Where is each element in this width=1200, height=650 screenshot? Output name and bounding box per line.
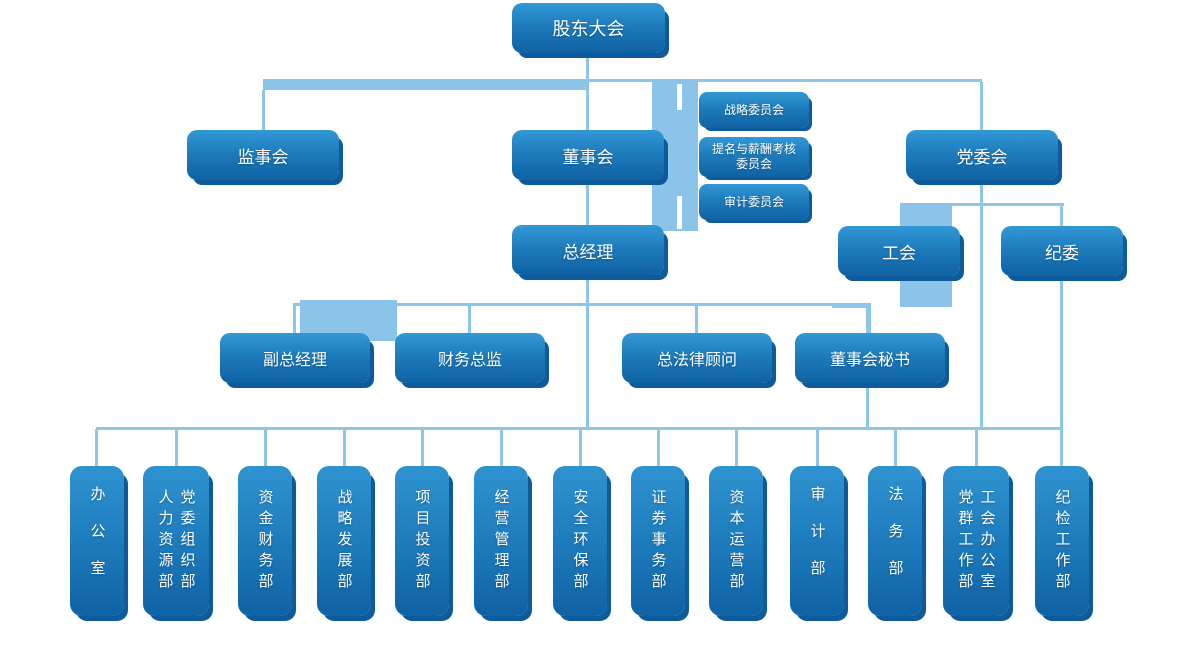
connector-drop-cfo — [468, 303, 471, 333]
node-label: 工会 — [882, 243, 916, 263]
dept-union-office-party-mass: 工会办公室 党群工作部 — [943, 466, 1009, 616]
dept-project-investment: 项目投资部 — [395, 466, 449, 616]
dept-strategic-development: 战略发展部 — [317, 466, 371, 616]
node-label: 财务总监 — [437, 352, 502, 369]
connector-drop-deputy — [293, 303, 296, 333]
drop-dept-8 — [735, 429, 738, 466]
drop-dept-1 — [175, 429, 178, 466]
dept-securities-affairs: 证券事务部 — [631, 466, 685, 616]
node-chief-legal-counsel: 总法律顾问 — [622, 333, 772, 383]
drop-dept-11 — [975, 429, 978, 466]
node-label: 董事会秘书 — [829, 352, 910, 369]
node-general-manager: 总经理 — [512, 225, 664, 275]
drop-dept-5 — [500, 429, 503, 466]
connector-to-party — [980, 82, 983, 130]
connector-discipline-feed — [1060, 203, 1063, 226]
drop-dept-2 — [264, 429, 267, 466]
drop-dept-7 — [657, 429, 660, 466]
connector-board-gm — [586, 180, 589, 225]
band-notch-bottom — [677, 196, 682, 229]
connector-to-board — [586, 90, 589, 130]
dept-office: 办公室 — [70, 466, 124, 616]
node-label: 党委会 — [956, 147, 1008, 167]
drop-dept-3 — [343, 429, 346, 466]
dept-label: 审计部 — [808, 485, 826, 597]
drop-dept-4 — [421, 429, 424, 466]
node-label: 副总经理 — [262, 352, 327, 369]
node-label: 总经理 — [562, 242, 614, 262]
node-label: 审计委员会 — [723, 194, 784, 209]
connector-exec-row — [294, 303, 871, 306]
drop-dept-6 — [579, 429, 582, 466]
dept-audit: 审计部 — [790, 466, 844, 616]
connector-bottom-rail — [96, 427, 1063, 430]
band-notch-top — [677, 84, 682, 110]
connector-union-discipline — [900, 203, 1064, 206]
connector-to-supervisory — [262, 90, 265, 130]
dept-label: 法务部 — [886, 485, 904, 597]
node-label: 监事会 — [237, 147, 289, 167]
band-top — [263, 79, 589, 90]
node-nomination-committee: 提名与薪酬考核 委员会 — [699, 137, 809, 177]
node-label: 股东大会 — [552, 19, 625, 39]
connector-drop-legal — [695, 303, 698, 333]
node-party-committee: 党委会 — [906, 130, 1058, 180]
dept-label: 工会办公室 党群工作部 — [956, 488, 996, 594]
node-finance-director: 财务总监 — [395, 333, 545, 383]
dept-safety-environment: 安全环保部 — [553, 466, 607, 616]
dept-label: 安全环保部 — [571, 488, 589, 594]
dept-operation-management: 经营管理部 — [474, 466, 528, 616]
dept-label: 纪检工作部 — [1053, 488, 1071, 594]
dept-label: 资本运营部 — [727, 488, 745, 594]
node-deputy-general-manager: 副总经理 — [220, 333, 370, 383]
node-audit-committee: 审计委员会 — [699, 184, 809, 220]
node-supervisory-board: 监事会 — [187, 130, 339, 180]
dept-capital-operation: 资本运营部 — [709, 466, 763, 616]
dept-party-organization-hr: 党委组织部 人力资源部 — [143, 466, 209, 616]
connector-party-down — [980, 180, 983, 429]
dept-label: 办公室 — [88, 485, 106, 597]
node-shareholders-meeting: 股东大会 — [512, 3, 665, 53]
dept-fund-finance: 资金财务部 — [238, 466, 292, 616]
dept-legal: 法务部 — [868, 466, 922, 616]
drop-dept-0 — [95, 429, 98, 466]
node-labor-union: 工会 — [838, 226, 960, 276]
connector-drop-secretary — [868, 303, 871, 333]
node-label: 纪委 — [1045, 243, 1079, 263]
drop-dept-9 — [816, 429, 819, 466]
dept-discipline-inspection-work: 纪检工作部 — [1035, 466, 1089, 616]
node-board-of-directors: 董事会 — [512, 130, 664, 180]
node-label: 战略委员会 — [723, 102, 784, 117]
node-label: 提名与薪酬考核 委员会 — [711, 142, 796, 171]
connector-gm-down — [586, 275, 589, 427]
connector-top-right — [588, 79, 982, 82]
connector-discipline-down — [1060, 276, 1063, 466]
dept-label: 项目投资部 — [413, 488, 431, 594]
dept-label: 经营管理部 — [492, 488, 510, 594]
node-strategy-committee: 战略委员会 — [699, 92, 809, 128]
connector-union-elbow-h — [832, 305, 869, 308]
dept-label: 党委组织部 人力资源部 — [156, 488, 196, 594]
node-discipline-committee: 纪委 — [1001, 226, 1123, 276]
node-label: 董事会 — [562, 147, 614, 167]
node-label: 总法律顾问 — [656, 352, 737, 369]
connector-shareholders-down — [586, 53, 589, 80]
dept-label: 证券事务部 — [649, 488, 667, 594]
dept-label: 资金财务部 — [256, 488, 274, 594]
node-board-secretary: 董事会秘书 — [795, 333, 945, 383]
dept-label: 战略发展部 — [335, 488, 353, 594]
drop-dept-10 — [894, 429, 897, 466]
